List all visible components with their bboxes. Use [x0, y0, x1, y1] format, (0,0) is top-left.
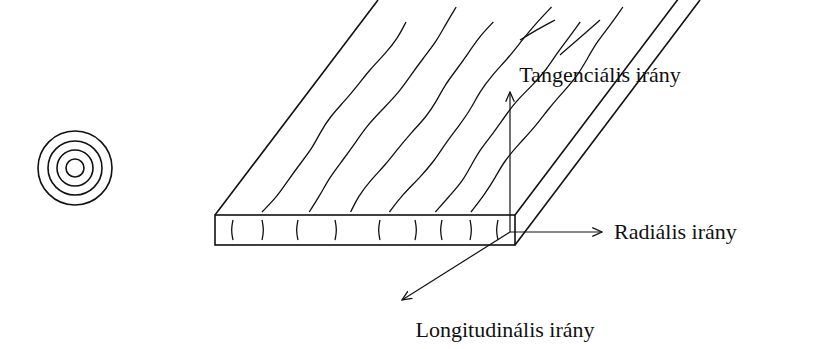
ring-end: [262, 220, 263, 240]
direction-label: Longitudinális irány: [415, 317, 594, 343]
board-outline: [215, 0, 700, 245]
grain-line: [389, 7, 551, 212]
ring-end: [232, 220, 233, 240]
direction-label: Radiális irány: [614, 219, 737, 245]
ring-end: [297, 220, 298, 240]
grain-lines: [262, 7, 623, 212]
grain-line: [435, 22, 580, 212]
ring-end: [441, 220, 442, 240]
grain-line: [471, 7, 623, 212]
grain-line: [520, 20, 555, 40]
direction-axes: [402, 92, 602, 300]
ring-end: [379, 220, 380, 240]
ring-end: [470, 220, 471, 240]
grain-line: [351, 22, 494, 212]
grain-line: [262, 22, 406, 212]
ring-end: [497, 220, 498, 240]
ring-end: [335, 220, 336, 240]
grain-line: [309, 7, 456, 212]
direction-label: Tangenciális irány: [519, 62, 681, 88]
ring-ends: [232, 220, 498, 240]
ring-end: [415, 220, 416, 240]
grain-line: [560, 20, 600, 55]
growth-rings: [38, 131, 112, 205]
